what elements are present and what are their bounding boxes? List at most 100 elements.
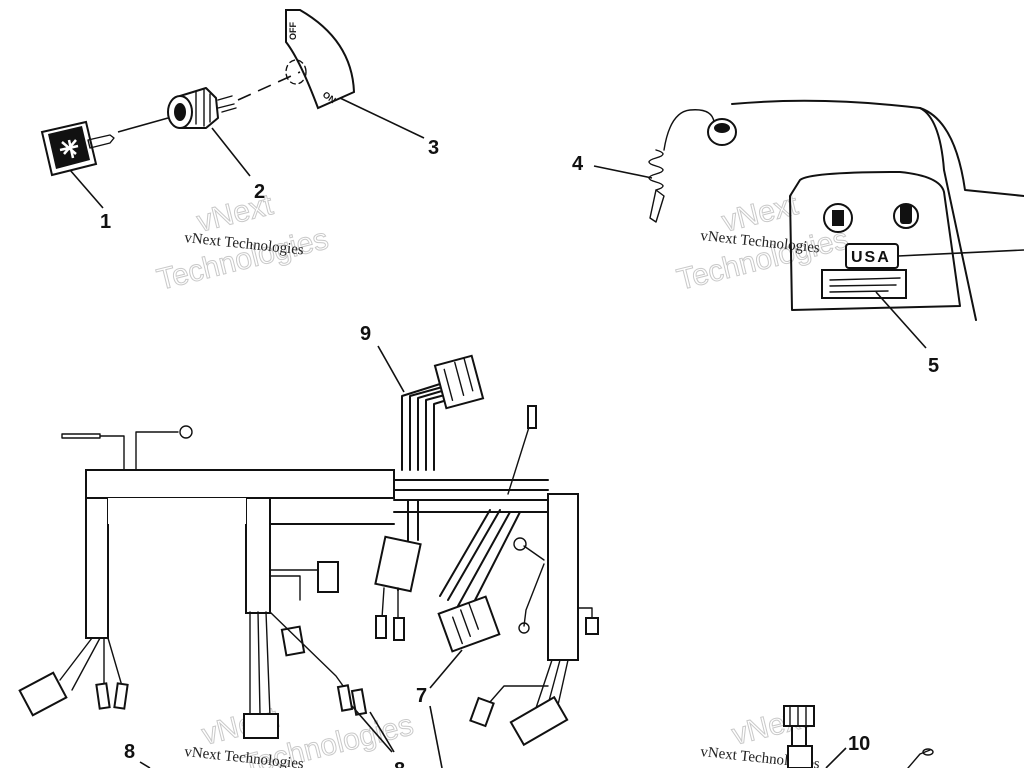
- ignition-switch: [167, 87, 237, 129]
- connector-10-head: [783, 705, 815, 727]
- leader-10: [825, 747, 847, 769]
- callout-4: 4: [572, 153, 584, 175]
- tether-cord: [663, 109, 715, 151]
- ignition-key: [40, 120, 115, 177]
- watermark-top-left: vNext Technologies vNext Technologies: [153, 188, 332, 298]
- callout-8: 8: [124, 741, 135, 763]
- connector-10-wires: [791, 725, 807, 749]
- switch-terminals: [217, 95, 237, 113]
- key-to-switch-line: [117, 117, 169, 133]
- leader-2: [211, 127, 251, 177]
- left-bottom-plug-b: [113, 682, 129, 710]
- callout-3: 3: [428, 137, 439, 159]
- panel-knob-right: [893, 203, 919, 229]
- switch-keyhole: [174, 103, 186, 121]
- left-bottom-plug-a: [95, 682, 111, 710]
- callout-9: 9: [360, 323, 371, 345]
- connector-7-slots: [451, 602, 480, 645]
- wiring-harness: [18, 354, 599, 747]
- mid-leads: [381, 587, 399, 621]
- callout-2: 2: [254, 181, 265, 203]
- leader-3: [339, 97, 425, 139]
- connector-7: [437, 595, 501, 653]
- connector-10-lead-end: [922, 748, 934, 756]
- switch-body: [179, 87, 219, 129]
- connector-10-body: [787, 745, 813, 769]
- mid-sleeve: [374, 535, 422, 593]
- leader-5: [875, 291, 927, 349]
- switch-to-plate-dash: [237, 71, 301, 101]
- leader-8: [139, 761, 151, 769]
- harness-gap: [108, 498, 246, 524]
- ring-lead: [99, 431, 179, 471]
- mid-drop-connector: [317, 561, 339, 593]
- right-bottom-plug: [469, 696, 495, 728]
- leader-8b-b: [369, 711, 395, 753]
- hanging-ring: [513, 537, 527, 551]
- knob-center: [832, 210, 844, 226]
- switch-ribs: [195, 89, 211, 127]
- connector-9-slots: [443, 357, 474, 402]
- switch-plate: OFF ON: [285, 9, 356, 110]
- switch-plate-outline: [285, 9, 356, 110]
- watermark-bottom-left: vNext Technologies vNext Technologies: [184, 701, 418, 773]
- left-bottom-connector: [18, 671, 68, 717]
- callout-8b: 8: [394, 759, 405, 768]
- tether-cap-top: [714, 123, 730, 133]
- panel-outline: [789, 171, 961, 311]
- leader-7b: [429, 705, 443, 769]
- knob-lever: [900, 204, 912, 224]
- leader-7: [429, 649, 463, 689]
- callout-1: 1: [100, 211, 111, 233]
- console-side-edge: [919, 107, 977, 321]
- tether-coil: [648, 149, 664, 191]
- mid-plug-b: [393, 617, 405, 641]
- leader-8b-a: [351, 705, 393, 753]
- hanging-ring-bottom: [518, 622, 530, 634]
- plate-hole: [285, 59, 307, 85]
- harness-trunk: [85, 469, 395, 499]
- key-emblem: [59, 139, 79, 159]
- leader-1: [69, 169, 104, 209]
- connector-10-slots: [789, 705, 807, 727]
- tether-lanyard: [648, 109, 737, 223]
- callout-10: 10: [848, 733, 870, 755]
- usa-decal-label: USA: [851, 249, 891, 266]
- rod-terminal: [61, 433, 101, 439]
- hanging-lead: [523, 545, 545, 627]
- mid-drop-plug: [280, 625, 306, 657]
- mid-drop-lead-plug-a: [336, 684, 354, 712]
- key-blade: [87, 134, 115, 149]
- leader-4: [593, 165, 653, 179]
- branch-9-wires: [401, 383, 461, 471]
- mid-drop-lead: [269, 611, 347, 691]
- ring-terminal: [179, 425, 193, 439]
- plate-off-label: OFF: [288, 22, 298, 40]
- callout-5: 5: [928, 355, 939, 377]
- mid-drop-bottom-connector: [243, 713, 279, 739]
- left-drop-wires: [59, 637, 123, 691]
- harness-mid-drop: [245, 497, 271, 614]
- leader-9: [377, 345, 405, 393]
- right-bottom-tap: [489, 685, 549, 703]
- usa-leader: [897, 249, 1024, 257]
- sensor-connector-10: [783, 705, 934, 769]
- callout-7: 7: [416, 685, 427, 707]
- mid-drop-lead-plug-b: [350, 688, 368, 716]
- lead-to-pin: [507, 423, 531, 495]
- harness-right-drop: [547, 493, 579, 661]
- connector-10-lead: [907, 749, 931, 769]
- tether-clip: [649, 189, 665, 223]
- pin-terminal: [527, 405, 537, 429]
- mid-plug-a: [375, 615, 387, 639]
- watermark-large-line2: Technologies: [154, 222, 332, 296]
- panel-knob-left: [823, 203, 853, 233]
- warning-decal: [821, 269, 907, 299]
- connector-9: [433, 354, 485, 410]
- branch-7-wires: [439, 509, 521, 611]
- right-drop-plug: [585, 617, 599, 635]
- harness-right-wires: [393, 479, 549, 513]
- warning-decal-text-lines: [829, 277, 901, 293]
